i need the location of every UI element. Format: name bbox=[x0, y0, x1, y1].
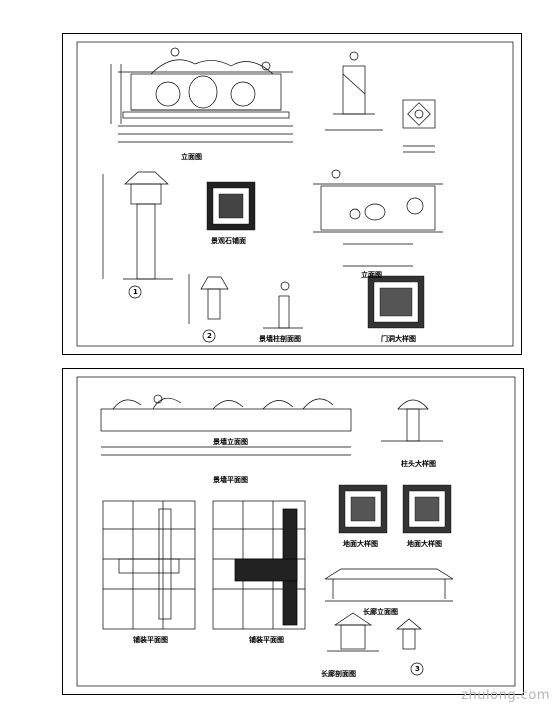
corridor-elevation bbox=[324, 568, 454, 602]
grid-pattern-2 bbox=[367, 275, 425, 329]
square-detail bbox=[402, 99, 436, 129]
caption-detail-2: 2 bbox=[207, 332, 212, 340]
pavilion-elevation bbox=[313, 169, 443, 267]
top-sheet-drawings bbox=[76, 41, 514, 347]
watermark-text: zhulong.com bbox=[461, 688, 550, 703]
paving-plan-left bbox=[102, 500, 196, 630]
caption-corridor-elevation: 长廊立面图 bbox=[363, 608, 398, 616]
caption-garden-wall-plan: 景墙平面图 bbox=[213, 476, 248, 484]
corridor-section bbox=[327, 612, 422, 652]
caption-detail-3: 3 bbox=[415, 665, 420, 673]
grid-pattern-1 bbox=[206, 181, 256, 231]
bottom-sheet-drawings bbox=[76, 376, 516, 687]
caption-plan-left: 铺装平面图 bbox=[133, 636, 168, 644]
grid-pattern-a bbox=[338, 484, 388, 534]
garden-wall-elevation bbox=[100, 394, 352, 456]
caption-pattern-b: 地面大样图 bbox=[407, 540, 442, 548]
caption-pattern-a: 地面大样图 bbox=[343, 540, 378, 548]
drawing-sheet-top: 立面图 景观石铺面 立面图 1 2 景墙柱剖面图 门洞大样图 bbox=[62, 33, 522, 355]
facade-wall-elevation bbox=[118, 47, 293, 143]
column-detail-2 bbox=[188, 274, 229, 324]
grid-pattern-b bbox=[402, 484, 452, 534]
caption-detail-1: 1 bbox=[133, 288, 138, 296]
caption-column-section: 景墙柱剖面图 bbox=[259, 335, 301, 343]
caption-garden-wall-elevation: 景墙立面图 bbox=[213, 438, 248, 446]
caption-gate-pattern: 门洞大样图 bbox=[381, 335, 416, 343]
side-section bbox=[325, 51, 383, 131]
column-detail-right bbox=[381, 399, 443, 442]
caption-column-detail: 柱头大样图 bbox=[401, 460, 436, 468]
caption-pavilion-elevation: 立面图 bbox=[361, 271, 382, 279]
paving-plan-right bbox=[212, 500, 306, 630]
drawing-sheet-bottom: 景墙立面图 柱头大样图 景墙平面图 地面大样图 地面大样图 铺装平面图 铺装平面… bbox=[62, 368, 524, 695]
small-section bbox=[263, 281, 303, 329]
column-elevation bbox=[102, 171, 173, 280]
caption-stone-pattern: 景观石铺面 bbox=[211, 237, 246, 245]
caption-plan-right: 铺装平面图 bbox=[249, 636, 284, 644]
caption-corridor-section: 长廊剖面图 bbox=[321, 670, 356, 678]
caption-facade: 立面图 bbox=[181, 153, 202, 161]
